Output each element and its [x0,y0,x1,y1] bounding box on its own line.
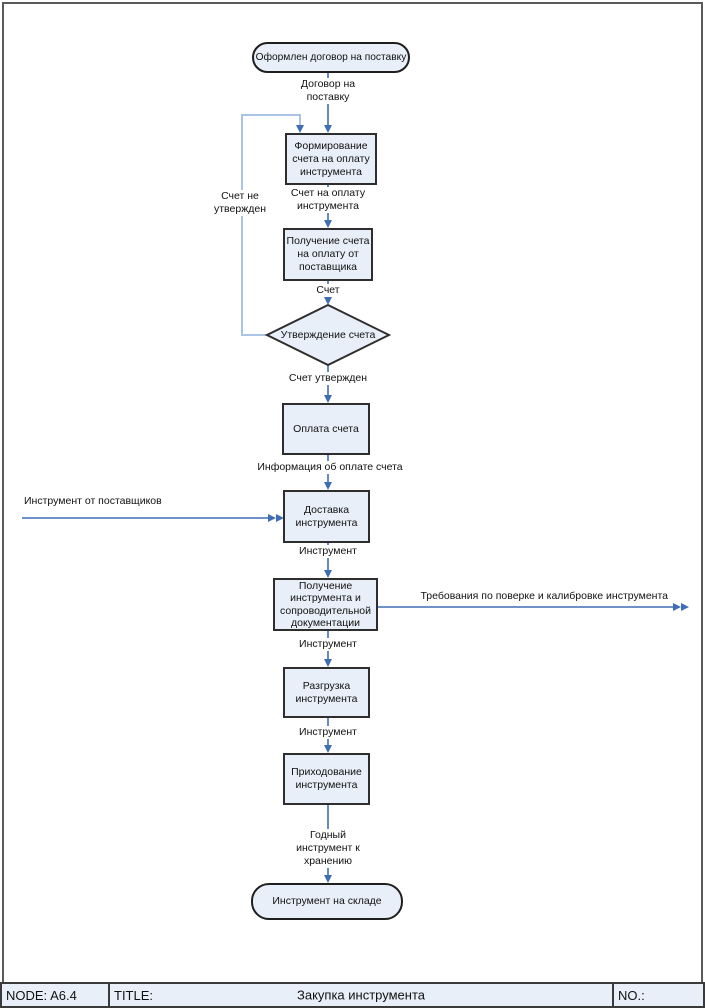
footer-number-label: NO.: [618,987,645,1003]
process-book-tools: Приходование инструмента [283,753,370,805]
start-node: Оформлен договор на поставку [252,42,410,73]
process-receive-invoice: Получение счета на оплату от поставщика [283,228,373,281]
process-form-invoice: Формирование счета на оплату инструмента [285,133,377,185]
label-tool-1: Инструмент [297,545,359,558]
process-receive-tools: Получение инструмента и сопроводительной… [273,578,378,631]
label-invoice: Счет [314,284,342,297]
process-pay-invoice: Оплата счета [282,403,370,455]
footer-title-label: TITLE: [114,987,154,1003]
footer-number-cell: NO.: [612,984,703,1006]
label-good-tool-for-storage: Годный инструмент к хранению [294,829,362,868]
label-verification-requirements: Требования по поверке и калибровке инстр… [420,590,668,602]
idef-footer-bar: NODE: A6.4 TITLE: Закупка инструмента NO… [0,982,705,1008]
loop-not-approved [241,114,301,336]
label-contract: Договор на поставку [298,78,358,104]
label-tool-2: Инструмент [297,638,359,651]
process-delivery: Доставка инструмента [283,490,370,543]
footer-title-cell: TITLE: Закупка инструмента [110,984,612,1006]
footer-node-label: NODE: A6.4 [6,987,77,1003]
decision-diamond-shape [264,303,392,367]
label-tools-from-suppliers: Инструмент от поставщиков [24,495,162,507]
decision-approve-invoice: Утверждение счета [280,328,376,341]
footer-node-cell: NODE: A6.4 [2,984,110,1006]
process-unload: Разгрузка инструмента [283,667,370,718]
label-approved: Счет утвержден [286,372,370,385]
label-tool-3: Инструмент [297,726,359,739]
end-node: Инструмент на складе [251,883,403,920]
label-not-approved: Счет не утвержден [212,190,268,216]
diagram-title: Закупка инструмента [297,987,425,1003]
label-invoice-for-payment: Счет на оплату инструмента [288,187,368,213]
label-payment-info: Информация об оплате счета [255,461,405,474]
